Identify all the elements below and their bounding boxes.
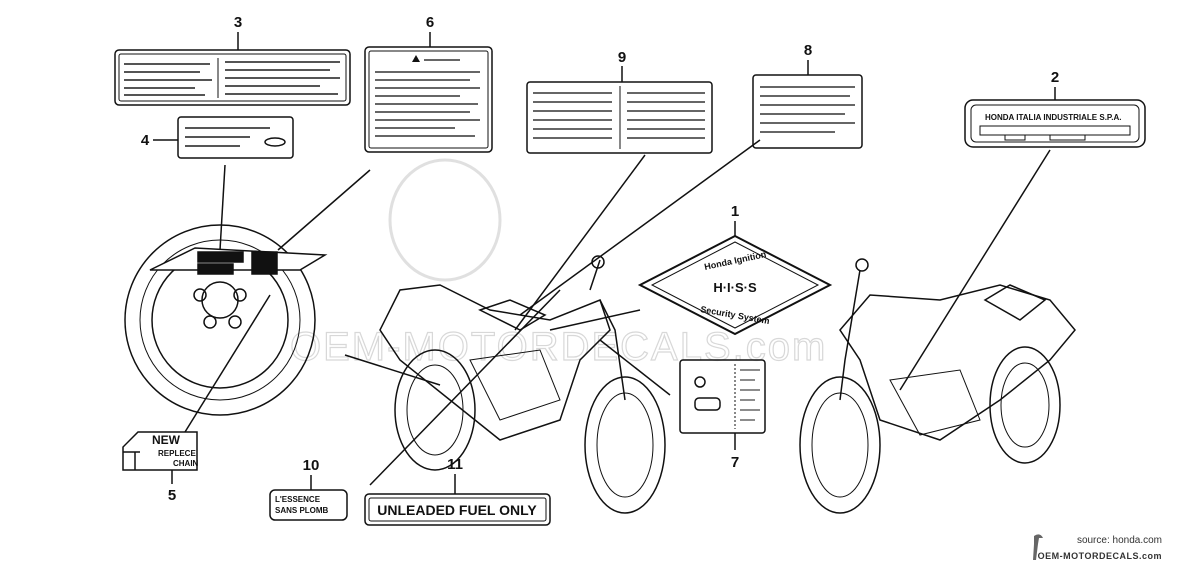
svg-text:CHAIN: CHAIN: [173, 459, 199, 468]
label-6-caution[interactable]: 6: [364, 14, 493, 153]
label-11-unleaded-fuel[interactable]: 11 UNLEADED FUEL ONLY: [364, 456, 551, 526]
svg-text:2: 2: [1051, 69, 1059, 86]
label-9-info-table[interactable]: 9: [526, 49, 713, 154]
svg-text:H·I·S·S: H·I·S·S: [713, 280, 757, 295]
svg-text:HONDA ITALIA INDUSTRIALE S.P.A: HONDA ITALIA INDUSTRIALE S.P.A.: [985, 113, 1121, 122]
svg-text:Honda Ignition: Honda Ignition: [703, 249, 767, 272]
watermark: OEM-MOTORDECALS.com: [289, 158, 827, 370]
svg-text:1: 1: [731, 203, 739, 220]
svg-text:9: 9: [618, 49, 626, 66]
oem-logo-icon: [1033, 534, 1043, 560]
label-3-warning-panel[interactable]: 3: [114, 14, 351, 106]
svg-text:SANS PLOMB: SANS PLOMB: [275, 506, 329, 515]
label-8-info[interactable]: 8: [752, 42, 863, 149]
svg-text:8: 8: [804, 42, 812, 59]
source-credit: source: honda.com: [1076, 535, 1162, 546]
svg-text:OEM-MOTORDECALS.com: OEM-MOTORDECALS.com: [290, 325, 827, 369]
svg-text:7: 7: [731, 454, 739, 471]
motorcycle-left-illustration: [379, 255, 666, 514]
svg-text:10: 10: [303, 457, 320, 474]
rear-wheel-illustration: [124, 164, 371, 433]
label-4-tire-info[interactable]: 4: [141, 116, 294, 159]
svg-text:Security System: Security System: [700, 304, 771, 326]
label-7-chart[interactable]: 7: [599, 339, 766, 471]
svg-text:4: 4: [141, 132, 150, 149]
svg-text:REPLECE: REPLECE: [158, 449, 196, 458]
svg-text:UNLEADED FUEL ONLY: UNLEADED FUEL ONLY: [377, 502, 537, 518]
svg-text:3: 3: [234, 14, 242, 31]
label-5-chain-label[interactable]: NEW REPLECE CHAIN 5: [122, 431, 199, 504]
motorcycle-right-illustration: [799, 258, 1076, 514]
label-2-manufacturer-plate[interactable]: 2 HONDA ITALIA INDUSTRIALE S.P.A.: [899, 69, 1146, 391]
brand-link[interactable]: OEM-MOTORDECALS.com: [1037, 551, 1162, 561]
label-1-hiss[interactable]: 1 Honda Ignition H·I·S·S Security System: [549, 203, 833, 336]
label-10-essence[interactable]: 10 L'ESSENCE SANS PLOMB: [269, 457, 348, 521]
svg-text:L'ESSENCE: L'ESSENCE: [275, 495, 321, 504]
svg-text:5: 5: [168, 487, 176, 504]
svg-text:NEW: NEW: [152, 433, 181, 447]
svg-text:6: 6: [426, 14, 434, 31]
svg-text:11: 11: [447, 456, 463, 473]
